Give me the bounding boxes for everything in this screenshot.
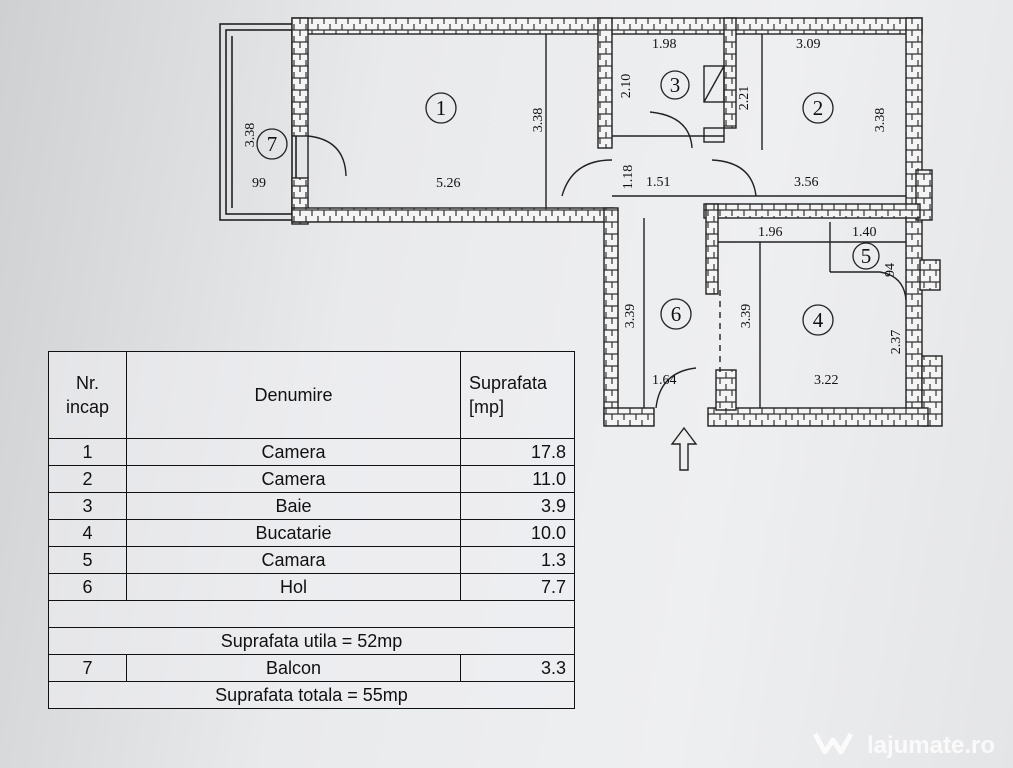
row-suprafata: 3.9 bbox=[460, 492, 575, 520]
dim-r1-width: 5.26 bbox=[436, 176, 461, 191]
dim-r4-left-height: 3.39 bbox=[739, 304, 754, 329]
dim-r3-height: 2.10 bbox=[619, 74, 634, 99]
table-row: 3 Baie 3.9 bbox=[48, 492, 575, 520]
room-number-3: 3 bbox=[670, 73, 681, 97]
dim-r4-width-top: 1.96 bbox=[758, 225, 783, 240]
suprafata-totala-row: Suprafata totala = 55mp bbox=[48, 681, 575, 709]
table-header-row: Nr. incap Denumire Suprafata [mp] bbox=[48, 351, 575, 439]
balcon-denumire: Balcon bbox=[126, 654, 461, 682]
dim-r5-height: 94 bbox=[883, 263, 898, 277]
dim-r2-left-height: 2.21 bbox=[737, 86, 752, 111]
row-nr: 3 bbox=[48, 492, 127, 520]
rooms-table: Nr. incap Denumire Suprafata [mp] 1 Came… bbox=[48, 351, 575, 709]
dim-r5-width: 1.40 bbox=[852, 225, 877, 240]
suprafata-utila: Suprafata utila = 52mp bbox=[48, 627, 575, 655]
dim-r1-height: 3.38 bbox=[531, 108, 546, 133]
balcon-row: 7 Balcon 3.3 bbox=[48, 654, 575, 682]
room-number-4: 4 bbox=[813, 308, 824, 332]
row-denumire: Camera bbox=[126, 438, 461, 466]
row-nr: 4 bbox=[48, 519, 127, 547]
row-denumire: Camera bbox=[126, 465, 461, 493]
suprafata-totala: Suprafata totala = 55mp bbox=[48, 681, 575, 709]
row-nr: 6 bbox=[48, 573, 127, 601]
header-denumire: Denumire bbox=[126, 351, 461, 439]
balcon-suprafata: 3.3 bbox=[460, 654, 575, 682]
room-number-1: 1 bbox=[436, 96, 447, 120]
room-number-2: 2 bbox=[813, 96, 824, 120]
room-numbers: 1 2 3 4 5 6 7 bbox=[267, 73, 872, 332]
table-row: 6 Hol 7.7 bbox=[48, 573, 575, 601]
dim-r4-width-bottom: 3.22 bbox=[814, 373, 839, 388]
dim-r7-height: 3.38 bbox=[243, 123, 258, 148]
blank-cell bbox=[48, 600, 575, 628]
watermark: lajumate.ro bbox=[866, 732, 995, 759]
dim-hall-door-height: 1.18 bbox=[621, 165, 636, 190]
row-suprafata: 1.3 bbox=[460, 546, 575, 574]
dim-hall-width: 1.51 bbox=[646, 175, 671, 190]
dim-r6-width: 1.64 bbox=[652, 373, 677, 388]
dim-r4-right-height: 2.37 bbox=[889, 330, 904, 355]
row-nr: 1 bbox=[48, 438, 127, 466]
balcon-nr: 7 bbox=[48, 654, 127, 682]
row-suprafata: 11.0 bbox=[460, 465, 575, 493]
row-suprafata: 17.8 bbox=[460, 438, 575, 466]
dim-r6-left-height: 3.39 bbox=[623, 304, 638, 329]
row-nr: 2 bbox=[48, 465, 127, 493]
room-number-7: 7 bbox=[267, 132, 278, 156]
dim-r7-width: 99 bbox=[252, 176, 266, 191]
table-row: 2 Camera 11.0 bbox=[48, 465, 575, 493]
dim-r2-right-height: 3.38 bbox=[873, 108, 888, 133]
table-row: 4 Bucatarie 10.0 bbox=[48, 519, 575, 547]
room-number-6: 6 bbox=[671, 302, 682, 326]
blank-row bbox=[48, 600, 575, 628]
row-suprafata: 10.0 bbox=[460, 519, 575, 547]
dim-r2-width-bottom: 3.56 bbox=[794, 175, 819, 190]
suprafata-utila-row: Suprafata utila = 52mp bbox=[48, 627, 575, 655]
room-number-5: 5 bbox=[861, 244, 872, 268]
row-suprafata: 7.7 bbox=[460, 573, 575, 601]
header-nr: Nr. incap bbox=[48, 351, 127, 439]
dim-r2-width-top: 3.09 bbox=[796, 37, 821, 52]
header-suprafata: Suprafata [mp] bbox=[460, 351, 575, 439]
row-denumire: Camara bbox=[126, 546, 461, 574]
row-nr: 5 bbox=[48, 546, 127, 574]
table-row: 1 Camera 17.8 bbox=[48, 438, 575, 466]
room-circles bbox=[256, 70, 880, 336]
dim-r3-width: 1.98 bbox=[652, 37, 677, 52]
watermark-logo-icon bbox=[813, 732, 853, 755]
row-denumire: Hol bbox=[126, 573, 461, 601]
dimension-labels: 3.38 99 3.38 5.26 1.98 2.10 3.09 2.21 3.… bbox=[243, 37, 904, 388]
walls bbox=[291, 17, 943, 427]
row-denumire: Bucatarie bbox=[126, 519, 461, 547]
table-row: 5 Camara 1.3 bbox=[48, 546, 575, 574]
thin-lines bbox=[307, 34, 907, 471]
row-denumire: Baie bbox=[126, 492, 461, 520]
